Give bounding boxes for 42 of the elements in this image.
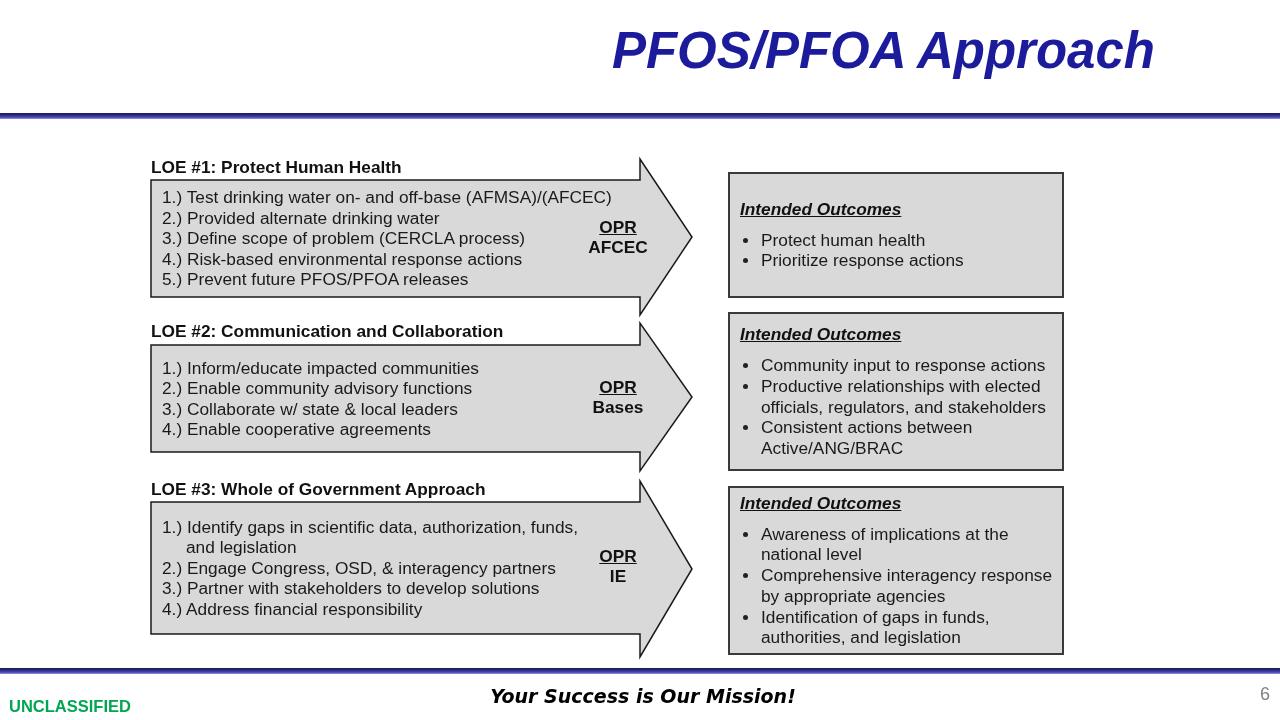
action-item: 3.) Collaborate w/ state & local leaders bbox=[162, 398, 458, 419]
action-item: 2.) Provided alternate drinking water bbox=[162, 207, 440, 229]
opr-office: IE bbox=[609, 566, 627, 586]
action-item: 1.) Test drinking water on- and off-base (AFMSA)/(AFCEC) bbox=[162, 187, 612, 208]
action-item: 2.) Engage Congress, OSD, & interagency partners bbox=[162, 557, 556, 579]
outcome-box bbox=[728, 312, 1064, 471]
loe-heading: LOE #1: Protect Human Health bbox=[151, 158, 402, 177]
outcome-item: Awareness of implications at the national level bbox=[761, 523, 1010, 566]
loe-panel bbox=[150, 158, 693, 316]
outcome-box bbox=[728, 486, 1064, 655]
outcome-item: Identification of gaps in funds, authorities, and legislation bbox=[761, 606, 991, 649]
action-item: 3.) Define scope of problem (CERCLA process) bbox=[162, 228, 526, 249]
outcome-item: Productive relationships with elected officials, regulators, and stakeholders bbox=[761, 375, 1047, 418]
loe-heading: LOE #2: Communication and Collaboration bbox=[151, 322, 504, 341]
outcome-item: Protect human health bbox=[761, 229, 926, 251]
action-item: 4.) Address financial responsibility bbox=[162, 598, 423, 620]
outcomes-heading: Intended Outcomes bbox=[740, 492, 902, 514]
outcome-item: Community input to response actions bbox=[761, 354, 1046, 376]
opr-label: OPR bbox=[599, 376, 637, 397]
outcomes-heading: Intended Outcomes bbox=[740, 198, 902, 220]
action-item: 4.) Enable cooperative agreements bbox=[162, 419, 431, 440]
outcome-box bbox=[728, 172, 1064, 298]
page-number: 6 bbox=[1260, 684, 1270, 704]
loe-heading: LOE #3: Whole of Government Approach bbox=[151, 480, 486, 499]
opr-office: AFCEC bbox=[588, 236, 648, 257]
action-item: 1.) Inform/educate impacted communities bbox=[162, 357, 479, 378]
outcome-item: Prioritize response actions bbox=[761, 250, 964, 272]
opr-label: OPR bbox=[599, 546, 637, 566]
loe-panel bbox=[150, 480, 693, 658]
action-item: 5.) Prevent future PFOS/PFOA releases bbox=[162, 269, 469, 290]
outcome-item: Comprehensive interagency response by appropriate agencies bbox=[761, 565, 1054, 607]
classification-label: UNCLASSIFIED bbox=[9, 697, 131, 715]
action-item: 1.) Identify gaps in scientific data, authorization, funds, and legislation bbox=[162, 516, 579, 558]
loe-panel bbox=[150, 322, 693, 472]
action-item: 2.) Enable community advisory functions bbox=[162, 378, 473, 399]
opr-office: Bases bbox=[592, 396, 644, 417]
outcomes-heading: Intended Outcomes bbox=[740, 324, 902, 345]
slogan: Your Success is Our Mission! bbox=[490, 685, 796, 708]
opr-label: OPR bbox=[599, 216, 637, 237]
outcome-item: Consistent actions between Active/ANG/BRAC bbox=[761, 417, 974, 459]
action-item: 3.) Partner with stakeholders to develop solutions bbox=[162, 578, 540, 599]
action-item: 4.) Risk-based environmental response actions bbox=[162, 248, 523, 270]
